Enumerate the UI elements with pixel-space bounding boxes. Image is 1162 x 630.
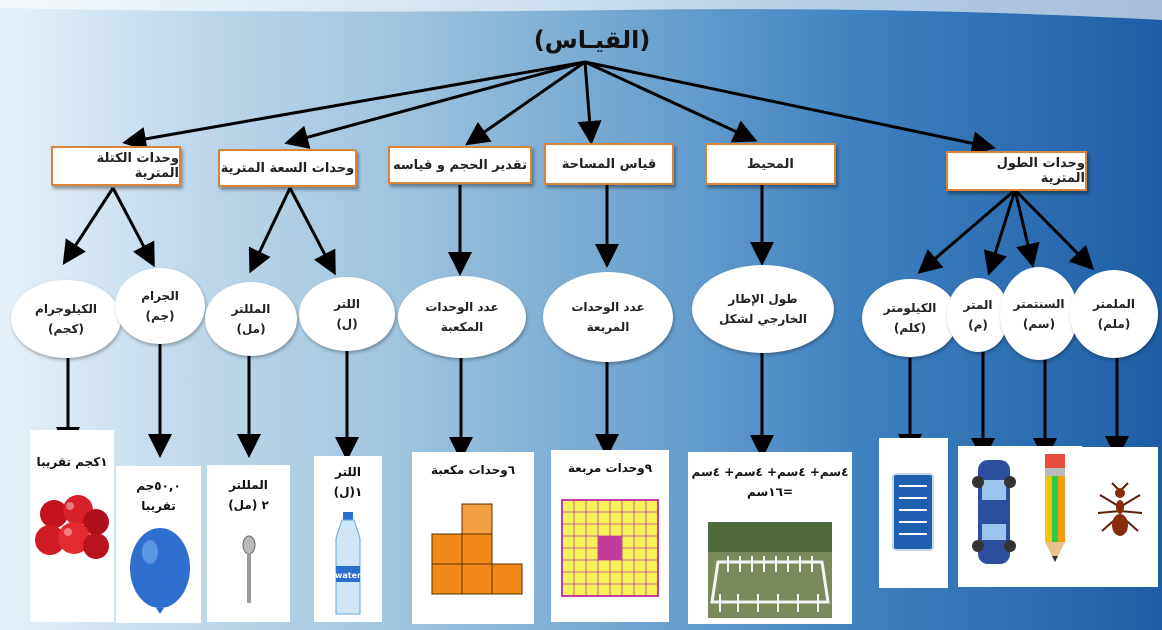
oval-kilometer: الكيلومتر (كلم): [862, 279, 958, 357]
card-gram-line2: تقريبا: [141, 499, 176, 513]
oval-square-units-line2: المربعة: [586, 320, 630, 334]
card-square-text: ٩وحدات مربعة: [567, 461, 653, 475]
oval-kilogram: الكيلوجرام (كجم): [11, 280, 121, 358]
cubes-icon: [431, 503, 523, 595]
card-perimeter-line2: =١٦سم: [747, 485, 793, 499]
oval-meter-name: المتر: [963, 298, 993, 312]
car-icon: [972, 460, 1016, 564]
garden-fence-icon: [708, 522, 832, 618]
diagram-title: (القيـاس): [533, 26, 651, 54]
card-gram: ٥٠,٠جم تقريبا: [116, 466, 201, 623]
oval-frame-length-line1: طول الإطار: [728, 292, 798, 306]
card-liter-line1: اللتر: [335, 465, 361, 479]
card-liter: اللتر ١(ل) water: [314, 456, 382, 622]
oval-millimeter-name: الملمتر: [1093, 297, 1135, 311]
card-kilogram-text: ١كجم تقريبا: [36, 455, 108, 469]
oval-gram-abbr: (جم): [145, 309, 175, 323]
card-centimeter: [1027, 446, 1082, 587]
oval-cubic-units-line2: المكعبة: [440, 320, 484, 334]
oval-gram-name: الجرام: [141, 289, 179, 303]
oval-liter: اللتر (ل): [299, 277, 395, 351]
card-cubic: ٦وحدات مكعبة: [412, 452, 534, 624]
category-area: قياس المساحة: [544, 143, 674, 185]
oval-kilogram-name: الكيلوجرام: [35, 302, 97, 316]
oval-millimeter-abbr: (ملم): [1097, 317, 1131, 331]
card-milliliter-line1: المللتر: [229, 478, 268, 492]
bottle-label: water: [335, 571, 361, 580]
oval-liter-abbr: (ل): [336, 317, 358, 331]
card-liter-line2: ١(ل): [333, 485, 363, 499]
category-volume: تقدير الحجم و قياسه: [388, 146, 532, 184]
oval-kilometer-abbr: (كلم): [893, 321, 927, 335]
category-perimeter: المحيط: [705, 143, 836, 185]
category-length-units: وحدات الطول المترية: [946, 151, 1087, 191]
oval-frame-length-line2: الخارجي لشكل: [718, 312, 808, 326]
oval-kilometer-name: الكيلومتر: [883, 301, 937, 315]
road-sign-icon: [892, 473, 934, 551]
oval-frame-length: طول الإطار الخارجي لشكل: [692, 265, 834, 353]
oval-liter-name: اللتر: [334, 297, 360, 311]
card-milliliter: المللتر ٢ (مل): [207, 465, 290, 622]
card-perimeter-line1: ٤سم+ ٤سم+ ٤سم+ ٤سم: [691, 465, 849, 479]
card-cubic-text: ٦وحدات مكعبة: [430, 463, 516, 477]
oval-square-units: عدد الوحدات المربعة: [543, 272, 673, 362]
oval-centimeter-name: السنتمتر: [1013, 296, 1065, 311]
oval-milliliter-name: المللتر: [231, 302, 271, 316]
oval-cubic-units-line1: عدد الوحدات: [425, 300, 499, 314]
water-bottle-icon: water: [335, 512, 361, 615]
square-grid-icon: [561, 499, 659, 597]
card-milliliter-line2: ٢ (مل): [228, 498, 269, 512]
apples-icon: [35, 495, 109, 559]
card-perimeter: ٤سم+ ٤سم+ ٤سم+ ٤سم =١٦سم: [688, 452, 852, 624]
oval-millimeter: الملمتر (ملم): [1070, 270, 1158, 358]
card-gram-line1: ٥٠,٠جم: [136, 479, 181, 493]
oval-square-units-line1: عدد الوحدات: [571, 300, 645, 314]
oval-milliliter-abbr: (مل): [236, 322, 266, 336]
oval-cubic-units: عدد الوحدات المكعبة: [398, 276, 526, 358]
balloon-icon: [130, 528, 190, 614]
oval-centimeter: السنتمتر (سم): [1000, 267, 1078, 360]
card-square: ٩وحدات مربعة: [551, 450, 669, 622]
oval-meter: المتر (م): [947, 278, 1009, 352]
card-kilogram: ١كجم تقريبا: [30, 430, 114, 622]
ant-icon: [1097, 482, 1143, 536]
card-millimeter: [1080, 447, 1158, 587]
category-mass-units: وحدات الكتلة المترية: [51, 146, 181, 186]
oval-centimeter-abbr: (سم): [1022, 316, 1056, 331]
card-kilometer: [879, 438, 948, 588]
category-capacity-units: وحدات السعة المترية: [218, 149, 357, 187]
oval-meter-abbr: (م): [968, 318, 988, 332]
oval-gram: الجرام (جم): [115, 268, 205, 344]
card-meter: [958, 446, 1028, 587]
oval-kilogram-abbr: (كجم): [48, 322, 85, 336]
pencil-icon: [1045, 454, 1065, 562]
oval-milliliter: المللتر (مل): [205, 282, 297, 356]
spoon-icon: [242, 535, 256, 603]
